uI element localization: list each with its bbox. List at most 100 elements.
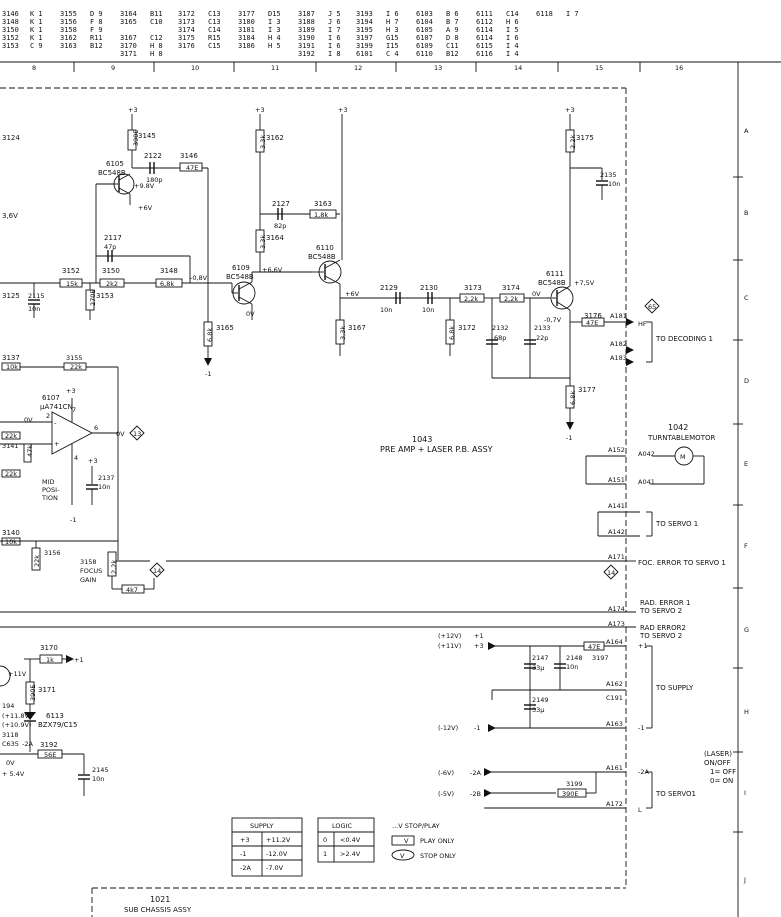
label-3153: 3153 xyxy=(96,292,114,300)
label-3199: 3199 xyxy=(566,780,583,788)
label-3163: 3163 xyxy=(314,200,332,208)
index-cell: C14 xyxy=(208,26,221,34)
label-a181: A181 xyxy=(610,312,627,320)
index-cell: 3155 xyxy=(60,10,77,18)
index-cell: J 5 xyxy=(328,10,341,18)
label-11-8v: (+11.8V) xyxy=(2,712,31,720)
index-cell: 6116 xyxy=(476,50,493,58)
marker-65: 65 xyxy=(648,303,656,311)
value-3197: 47E xyxy=(588,643,600,651)
index-cell: I 3 xyxy=(268,26,281,34)
label-m6v: (-6V) xyxy=(438,769,454,777)
label-a042: A042 xyxy=(638,450,655,458)
row-E: E xyxy=(744,460,748,468)
label-laser-2: ON/OFF xyxy=(704,759,731,767)
label-6105: 6105 xyxy=(106,160,124,168)
svg-text:+: + xyxy=(54,440,59,448)
label-2132: 2132 xyxy=(492,324,509,332)
label-6v-6105: +6V xyxy=(138,204,153,212)
value-22k-b: 22k xyxy=(5,470,17,478)
col-15: 15 xyxy=(595,64,603,72)
index-cell: 3188 xyxy=(298,18,315,26)
label-bzx79: BZX79/C15 xyxy=(38,721,77,729)
index-cell: B11 xyxy=(150,10,163,18)
index-cell: 3186 xyxy=(238,42,255,50)
index-cell: B 7 xyxy=(446,18,459,26)
index-cell: 3152 xyxy=(2,34,19,42)
label-a151: A151 xyxy=(608,476,625,484)
label-a164: A164 xyxy=(606,638,623,646)
index-cell: C13 xyxy=(208,10,221,18)
index-cell: I 4 xyxy=(506,50,519,58)
col-13: 13 xyxy=(434,64,442,72)
value-2147: 33µ xyxy=(532,664,544,672)
assy-1043-title: PRE AMP + LASER P.B. ASSY xyxy=(380,445,493,454)
row-F: F xyxy=(744,542,748,550)
value-3174: 2,2k xyxy=(504,295,518,303)
value-47k: 47k xyxy=(26,445,34,457)
index-cell: 3153 xyxy=(2,42,19,50)
index-cell: 3167 xyxy=(120,34,137,42)
value-3145: 390E xyxy=(132,129,140,146)
label-3141: 3141 xyxy=(2,442,19,450)
assy-1043-number: 1043 xyxy=(412,435,432,444)
label-bc548b-6110: BC548B xyxy=(308,253,336,261)
label-p3-3162: +3 xyxy=(255,106,265,114)
col-14: 14 xyxy=(514,64,522,72)
label-rad-error2: RAD ERROR2 xyxy=(640,624,686,632)
index-cell: 3156 xyxy=(60,18,77,26)
label-laser-1: (LASER) xyxy=(704,750,732,758)
index-cell: D15 xyxy=(268,10,281,18)
index-cell: 3191 xyxy=(298,42,315,50)
index-cell: 3177 xyxy=(238,10,255,18)
index-cell: R11 xyxy=(90,34,103,42)
label-plus1-right: +1 xyxy=(638,642,648,650)
row-D: D xyxy=(744,377,749,385)
logic-cell: >2.4V xyxy=(340,850,361,858)
value-2148: 10n xyxy=(566,663,578,671)
index-cell: 3148 xyxy=(2,18,19,26)
index-cell: 3164 xyxy=(120,10,137,18)
label-a163: A163 xyxy=(606,720,623,728)
value-3192: 56E xyxy=(44,751,56,759)
index-cell: 6114 xyxy=(476,26,493,34)
label-minus1-right: -1 xyxy=(638,724,644,732)
value-3163: 1,8k xyxy=(314,211,328,219)
label-a182: A182 xyxy=(610,340,627,348)
label-2115: 2115 xyxy=(28,292,45,300)
label-3118: 3118 xyxy=(2,731,19,739)
index-cell: G15 xyxy=(386,34,399,42)
label-3176: 3176 xyxy=(584,312,602,320)
index-cell: 3199 xyxy=(356,42,373,50)
index-cell: I 7 xyxy=(566,10,579,18)
label-3177: 3177 xyxy=(578,386,596,394)
label-2145: 2145 xyxy=(92,766,109,774)
label-2148: 2148 xyxy=(566,654,583,662)
index-cell: I15 xyxy=(386,42,399,50)
label-3156: 3156 xyxy=(44,549,61,557)
label-ua741: µA741CN xyxy=(40,403,73,411)
label-c635: C635 xyxy=(2,740,19,748)
value-2133: 22p xyxy=(536,334,548,342)
index-cell: 3172 xyxy=(178,10,195,18)
label-minus1-opamp: -1 xyxy=(70,516,76,524)
index-cell: H 3 xyxy=(386,26,399,34)
label-3175: 3175 xyxy=(576,134,594,142)
value-3159: 4k7 xyxy=(126,586,138,594)
value-2129: 10n xyxy=(380,306,392,314)
index-cell: C14 xyxy=(506,10,519,18)
index-cell: J 6 xyxy=(328,18,341,26)
index-cell: I 6 xyxy=(328,42,341,50)
index-cell: 3195 xyxy=(356,26,373,34)
row-A: A xyxy=(744,127,749,135)
row-I: I xyxy=(744,789,746,797)
supply-cell: +3 xyxy=(240,836,250,844)
label-rad-error2b: TO SERVO 2 xyxy=(639,632,682,640)
index-cell: F 9 xyxy=(90,26,103,34)
label-3164: 3164 xyxy=(266,234,284,242)
value-3177: 6,8k xyxy=(569,391,577,405)
value-2137: 10n xyxy=(98,483,110,491)
label-3162: 3162 xyxy=(266,134,284,142)
row-ruler: A B C D E F G H I J xyxy=(733,62,749,917)
